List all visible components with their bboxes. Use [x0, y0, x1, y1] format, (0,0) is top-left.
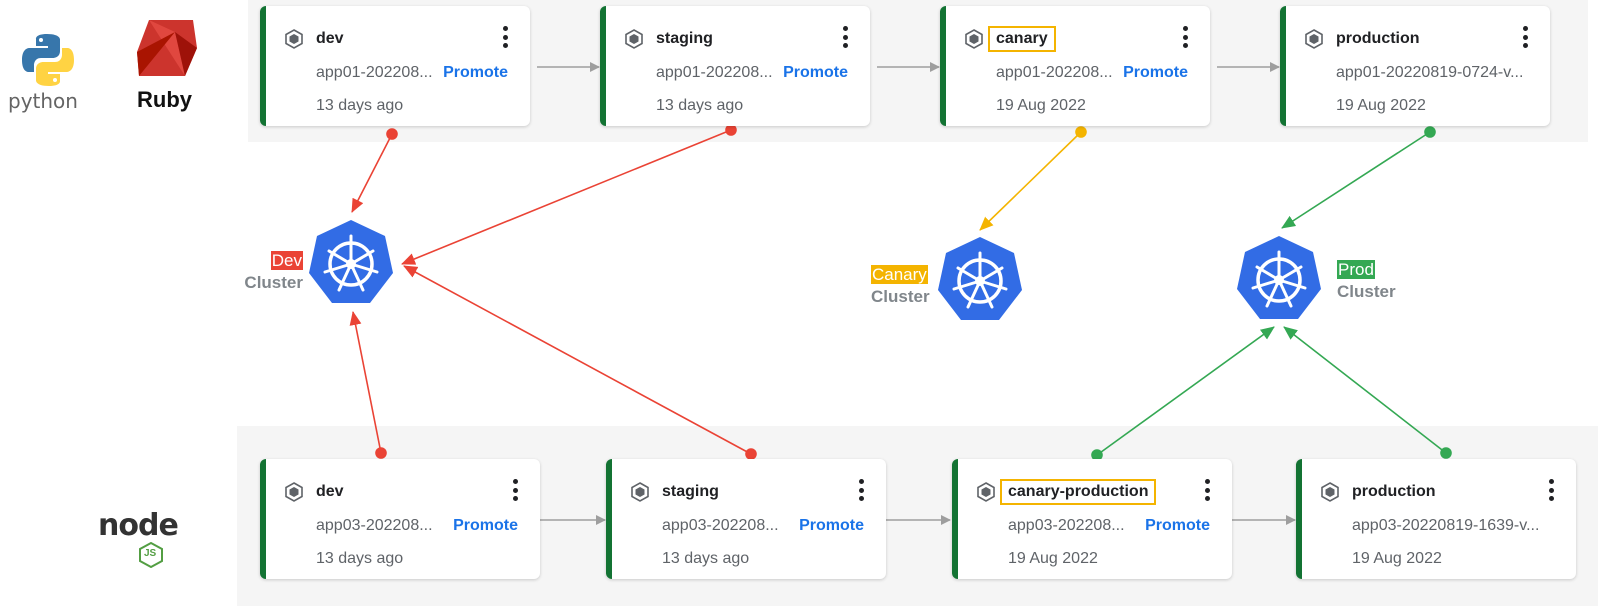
stage-date: 13 days ago	[316, 550, 404, 567]
promote-button[interactable]: Promote	[1145, 517, 1210, 534]
release-name: app03-202208...	[662, 517, 779, 534]
package-icon	[630, 482, 650, 502]
stage-title: staging	[662, 483, 719, 500]
package-icon	[1320, 482, 1340, 502]
stage-date: 13 days ago	[662, 550, 750, 567]
more-options-icon[interactable]	[858, 479, 864, 501]
promote-button[interactable]: Promote	[1123, 64, 1188, 81]
stage-date: 19 Aug 2022	[1352, 550, 1442, 567]
canary-cluster-sub: Cluster	[871, 287, 930, 306]
python-logo: python	[8, 30, 88, 113]
nodejs-js-text: JS	[144, 548, 157, 559]
more-options-icon[interactable]	[512, 479, 518, 501]
dev-cluster-label: Dev Cluster	[241, 250, 303, 294]
release-name: app03-202208...	[1008, 517, 1125, 534]
more-options-icon[interactable]	[1182, 26, 1188, 48]
stage-card-canary-production-bottom[interactable]: canary-production app03-202208... Promot…	[952, 459, 1232, 579]
stage-card-production-bottom[interactable]: production app03-20220819-1639-v... 19 A…	[1296, 459, 1576, 579]
nodejs-logo-text: node	[98, 508, 179, 543]
stage-date: 13 days ago	[316, 97, 404, 114]
package-icon	[284, 29, 304, 49]
release-name: app01-20220819-0724-v...	[1336, 64, 1524, 81]
stage-date: 19 Aug 2022	[1336, 97, 1426, 114]
prod-cluster-label: Prod Cluster	[1337, 259, 1396, 303]
ruby-gem-icon	[137, 20, 197, 76]
stage-card-production-top[interactable]: production app01-20220819-0724-v... 19 A…	[1280, 6, 1550, 126]
stage-title: production	[1336, 30, 1420, 47]
prod-cluster-sub: Cluster	[1337, 282, 1396, 301]
stage-card-staging-bottom[interactable]: staging app03-202208... Promote 13 days …	[606, 459, 886, 579]
canary-cluster-tag: Canary	[871, 265, 928, 284]
stage-title: dev	[316, 30, 344, 47]
package-icon	[624, 29, 644, 49]
stage-date: 13 days ago	[656, 97, 744, 114]
prod-cluster-tag: Prod	[1337, 260, 1375, 279]
dev-cluster-sub: Cluster	[244, 273, 303, 292]
nodejs-hex-icon: JS	[139, 541, 163, 569]
ruby-logo-text: Ruby	[137, 87, 192, 112]
package-icon	[284, 482, 304, 502]
stage-title: canary-production	[1000, 479, 1157, 505]
ruby-logo: Ruby	[135, 18, 205, 112]
promote-button[interactable]: Promote	[799, 517, 864, 534]
kubernetes-prod-cluster-icon	[1237, 236, 1321, 319]
release-name: app01-202208...	[656, 64, 773, 81]
promote-button[interactable]: Promote	[453, 517, 518, 534]
more-options-icon[interactable]	[502, 26, 508, 48]
package-icon	[976, 482, 996, 502]
stage-card-dev-top[interactable]: dev app01-202208... Promote 13 days ago	[260, 6, 530, 126]
package-icon	[1304, 29, 1324, 49]
more-options-icon[interactable]	[1548, 479, 1554, 501]
stage-card-staging-top[interactable]: staging app01-202208... Promote 13 days …	[600, 6, 870, 126]
dev-cluster-tag: Dev	[270, 251, 303, 270]
stage-card-canary-top[interactable]: canary app01-202208... Promote 19 Aug 20…	[940, 6, 1210, 126]
stage-title: staging	[656, 30, 713, 47]
stage-title: dev	[316, 483, 344, 500]
python-logo-text: python	[8, 89, 78, 113]
promote-button[interactable]: Promote	[783, 64, 848, 81]
python-snake-icon	[22, 34, 74, 86]
release-name: app03-202208...	[316, 517, 433, 534]
release-name: app01-202208...	[316, 64, 433, 81]
stage-date: 19 Aug 2022	[996, 97, 1086, 114]
promote-button[interactable]: Promote	[443, 64, 508, 81]
stage-title: canary	[988, 26, 1056, 52]
stage-title: production	[1352, 483, 1436, 500]
nodejs-logo: node JS	[98, 508, 208, 572]
more-options-icon[interactable]	[1522, 26, 1528, 48]
stage-date: 19 Aug 2022	[1008, 550, 1098, 567]
release-name: app03-20220819-1639-v...	[1352, 517, 1540, 534]
package-icon	[964, 29, 984, 49]
stage-card-dev-bottom[interactable]: dev app03-202208... Promote 13 days ago	[260, 459, 540, 579]
more-options-icon[interactable]	[1204, 479, 1210, 501]
more-options-icon[interactable]	[842, 26, 848, 48]
kubernetes-canary-cluster-icon	[938, 237, 1022, 320]
canary-cluster-label: Canary Cluster	[871, 264, 930, 308]
release-name: app01-202208...	[996, 64, 1113, 81]
kubernetes-dev-cluster-icon	[309, 220, 393, 303]
